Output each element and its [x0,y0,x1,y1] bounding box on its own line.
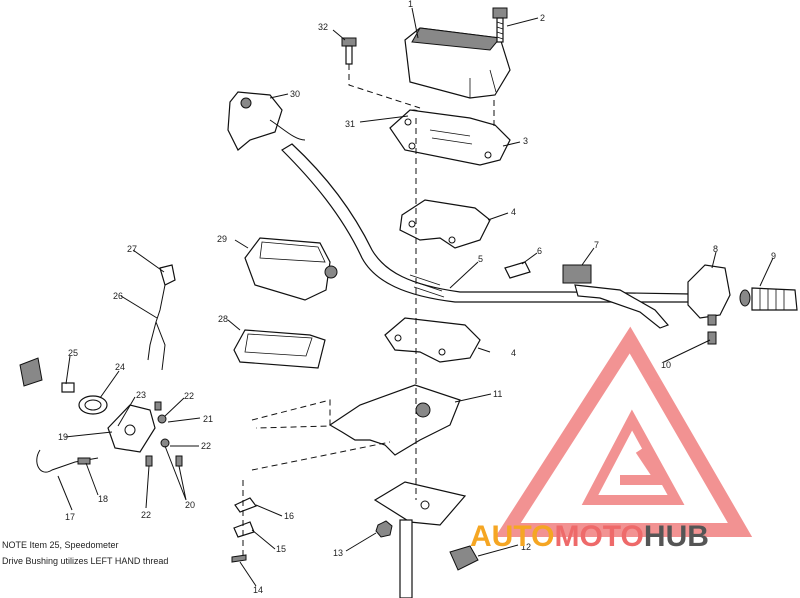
nut-13 [375,520,393,538]
callout-31: 31 [345,119,355,129]
callout-18: 18 [98,494,108,504]
callout-17: 17 [65,512,75,522]
screw-10 [707,331,717,345]
callout-22a: 22 [184,391,194,401]
callout-9: 9 [771,251,776,261]
clamp-lower [384,317,481,363]
clip-12 [449,545,479,571]
callout-16: 16 [284,511,294,521]
speedometer-cover [233,329,326,369]
callout-19: 19 [58,432,68,442]
callout-6: 6 [537,246,542,256]
callout-26: 26 [113,291,123,301]
stem-plate [373,481,467,598]
callout-1: 1 [408,0,413,9]
watermark-logo [495,326,753,537]
throttle-control [562,264,670,329]
callout-2: 2 [540,13,545,23]
callout-24: 24 [115,362,125,372]
callout-8: 8 [713,244,718,254]
callout-15: 15 [276,544,286,554]
callout-23: 23 [136,390,146,400]
leader-lines [57,7,774,587]
callout-labels: 1 2 3 4 4 5 6 7 8 9 10 11 12 13 14 15 16… [58,0,776,595]
callout-7: 7 [594,240,599,250]
callout-22b: 22 [201,441,211,451]
callout-14: 14 [253,585,263,595]
callout-25: 25 [68,348,78,358]
left-switch [227,91,306,151]
callout-30: 30 [290,89,300,99]
speedo-cable [147,264,176,371]
hardware-14-16 [231,497,257,563]
callout-13: 13 [333,548,343,558]
callout-11: 11 [493,389,502,399]
callout-29: 29 [217,234,227,244]
assembly-lines [242,64,495,598]
callout-12: 12 [521,542,531,552]
note-line-2: Drive Bushing utilizes LEFT HAND thread [2,556,169,566]
callout-22c: 22 [141,510,151,520]
mounting-bracket [328,384,461,456]
block-6 [504,261,531,279]
bolt-2 [492,7,508,43]
bolt-32 [341,37,357,65]
note-line-1: NOTE Item 25, Speedometer [2,540,119,550]
callout-5: 5 [478,254,483,264]
switch-housing [687,264,731,326]
callout-10: 10 [661,360,671,370]
speedometer-housing [244,237,338,301]
watermark-text: AUTOMOTOHUB [470,520,709,553]
callout-20: 20 [185,500,195,510]
callout-4b: 4 [511,348,516,358]
drive-assembly [19,357,183,473]
handgrip [739,287,798,311]
handlebar-cap [404,27,511,99]
callout-3: 3 [523,136,528,146]
clamp-upper [399,199,491,249]
callout-4: 4 [511,207,516,217]
callout-32: 32 [318,22,328,32]
callout-28: 28 [218,314,228,324]
callout-27: 27 [127,244,137,254]
callout-21: 21 [203,414,213,424]
upper-clamp-plate [389,109,511,166]
